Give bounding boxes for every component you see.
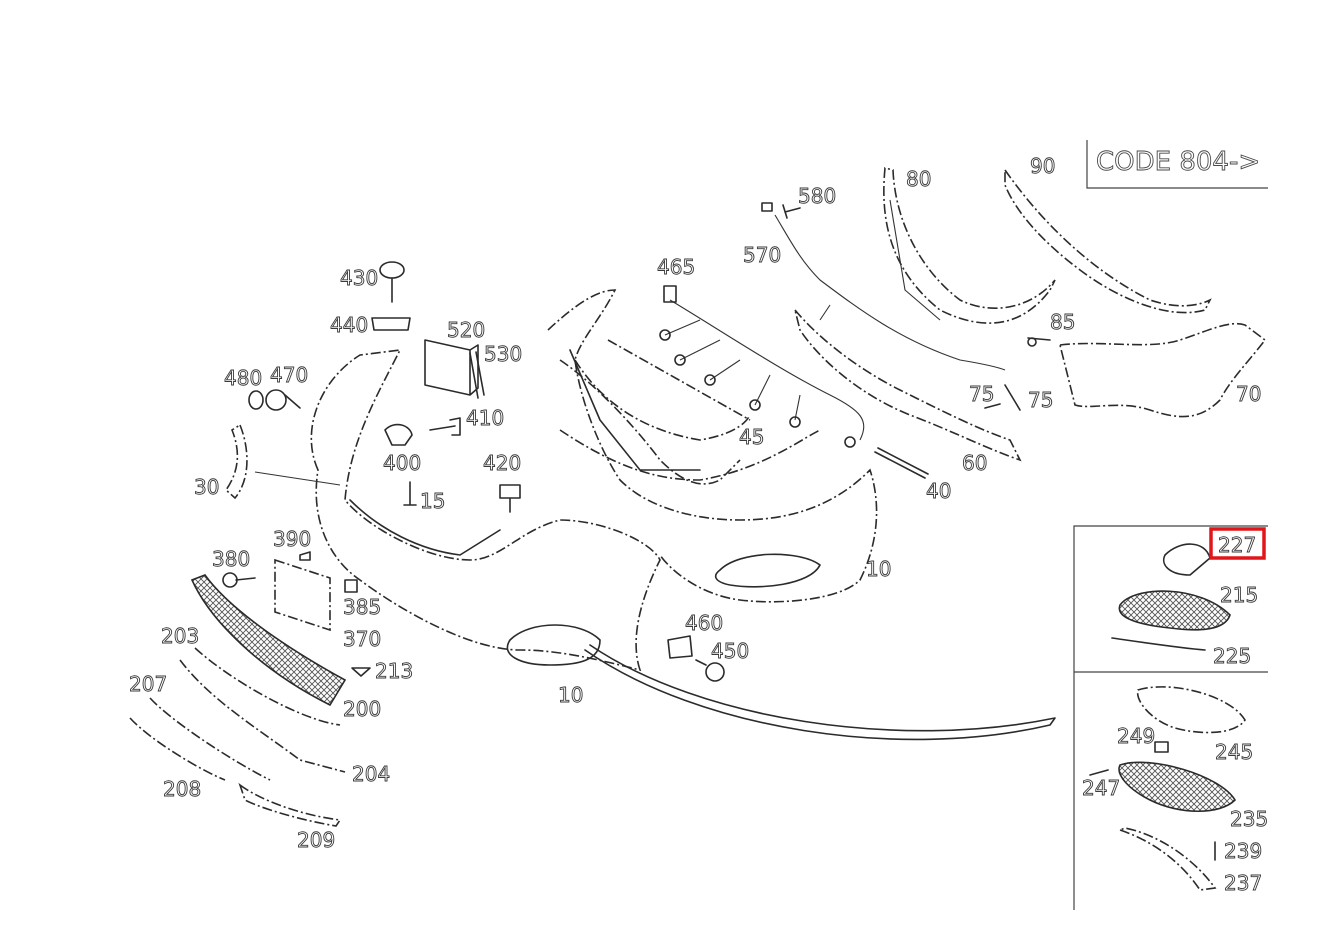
label-380: 380 xyxy=(212,547,250,571)
label-45: 45 xyxy=(739,425,764,449)
clip-530-part xyxy=(469,351,485,399)
screw-450-part xyxy=(695,659,725,682)
label-207: 207 xyxy=(129,672,167,696)
trim-237-part xyxy=(1117,827,1217,891)
label-15: 15 xyxy=(420,489,445,513)
label-208: 208 xyxy=(163,777,201,801)
label-203: 203 xyxy=(161,624,199,648)
sensor-470-part xyxy=(248,389,301,411)
label-410: 410 xyxy=(466,406,504,430)
bolt-247-part xyxy=(1089,769,1109,776)
label-204: 204 xyxy=(352,762,390,786)
label-420: 420 xyxy=(483,451,521,475)
label-390: 390 xyxy=(273,527,311,551)
grille-200-part xyxy=(190,574,347,707)
label-520: 520 xyxy=(447,318,485,342)
label-75-b: 75 xyxy=(1028,388,1053,412)
clip-249-part xyxy=(1154,741,1169,753)
grille-235-part xyxy=(1118,761,1237,813)
label-430: 430 xyxy=(340,266,378,290)
label-90: 90 xyxy=(1030,154,1055,178)
label-450: 450 xyxy=(711,639,749,663)
label-247: 247 xyxy=(1082,776,1120,800)
wiring-harness-part xyxy=(659,285,865,448)
label-570: 570 xyxy=(743,243,781,267)
bolt-420-part xyxy=(499,484,521,513)
cable-570-part xyxy=(774,214,1006,371)
inset-upper-parts xyxy=(1111,543,1231,651)
nut-460-part xyxy=(667,635,693,659)
label-400: 400 xyxy=(383,451,421,475)
label-10-a: 10 xyxy=(866,557,891,581)
label-60: 60 xyxy=(962,451,987,475)
label-249: 249 xyxy=(1117,724,1155,748)
label-40: 40 xyxy=(926,479,951,503)
label-227: 227 xyxy=(1218,533,1256,557)
emblem-227-part xyxy=(1163,543,1211,576)
label-440: 440 xyxy=(330,313,368,337)
label-460: 460 xyxy=(685,611,723,635)
label-530: 530 xyxy=(484,342,522,366)
nut-440-part xyxy=(371,317,411,331)
label-213: 213 xyxy=(375,659,413,683)
inset-frames xyxy=(1073,525,1268,910)
label-480: 480 xyxy=(224,366,262,390)
strip-40-part xyxy=(874,451,926,479)
carrier-70-part xyxy=(1059,322,1267,418)
grille-215-part xyxy=(1118,590,1231,631)
label-580: 580 xyxy=(798,184,836,208)
label-237: 237 xyxy=(1224,871,1262,895)
part-labels: 80 90 580 570 465 430 440 520 530 85 480… xyxy=(129,154,1269,896)
screw-380-part xyxy=(222,572,256,588)
code-note-text: CODE 804-> xyxy=(1096,147,1260,177)
label-209: 209 xyxy=(297,828,335,852)
label-75-a: 75 xyxy=(969,382,994,406)
label-465: 465 xyxy=(657,255,695,279)
label-70: 70 xyxy=(1236,382,1261,406)
label-80: 80 xyxy=(906,167,931,191)
inset-lower-parts xyxy=(1089,686,1246,891)
strip-225-part xyxy=(1111,637,1206,651)
cover-30-part xyxy=(224,423,341,500)
pin-15-part xyxy=(403,481,417,506)
strip-parts xyxy=(129,647,346,827)
label-225: 225 xyxy=(1213,644,1251,668)
label-10-b: 10 xyxy=(558,683,583,707)
screw-430-part xyxy=(379,261,405,303)
label-215: 215 xyxy=(1220,583,1258,607)
bolt-410-part xyxy=(429,417,461,436)
clip-213-part xyxy=(351,667,371,677)
grille-245-part xyxy=(1136,686,1246,734)
label-85: 85 xyxy=(1050,310,1075,334)
bumper-cover-part xyxy=(310,289,1056,741)
upper-grille-part xyxy=(559,349,741,485)
label-30: 30 xyxy=(194,475,219,499)
module-520-part xyxy=(424,339,479,396)
label-200: 200 xyxy=(343,697,381,721)
label-385: 385 xyxy=(343,595,381,619)
clip-385-part xyxy=(344,579,358,593)
carrier-60-part xyxy=(794,304,1022,462)
bracket-90-part xyxy=(1004,167,1212,314)
label-370: 370 xyxy=(343,627,381,651)
label-239: 239 xyxy=(1224,839,1262,863)
bracket-80-part xyxy=(883,166,1056,324)
label-470: 470 xyxy=(270,363,308,387)
plate-370-part xyxy=(274,558,331,632)
highlight-box xyxy=(1209,527,1266,560)
clip-390-part xyxy=(299,551,311,561)
label-235: 235 xyxy=(1230,807,1268,831)
clip-85-part xyxy=(1027,337,1051,347)
bolt-580-part xyxy=(761,202,801,219)
label-245: 245 xyxy=(1215,740,1253,764)
bolt-75-part xyxy=(984,384,1021,411)
clip-400-part xyxy=(384,423,413,446)
code-note: CODE 804-> xyxy=(1086,140,1268,189)
